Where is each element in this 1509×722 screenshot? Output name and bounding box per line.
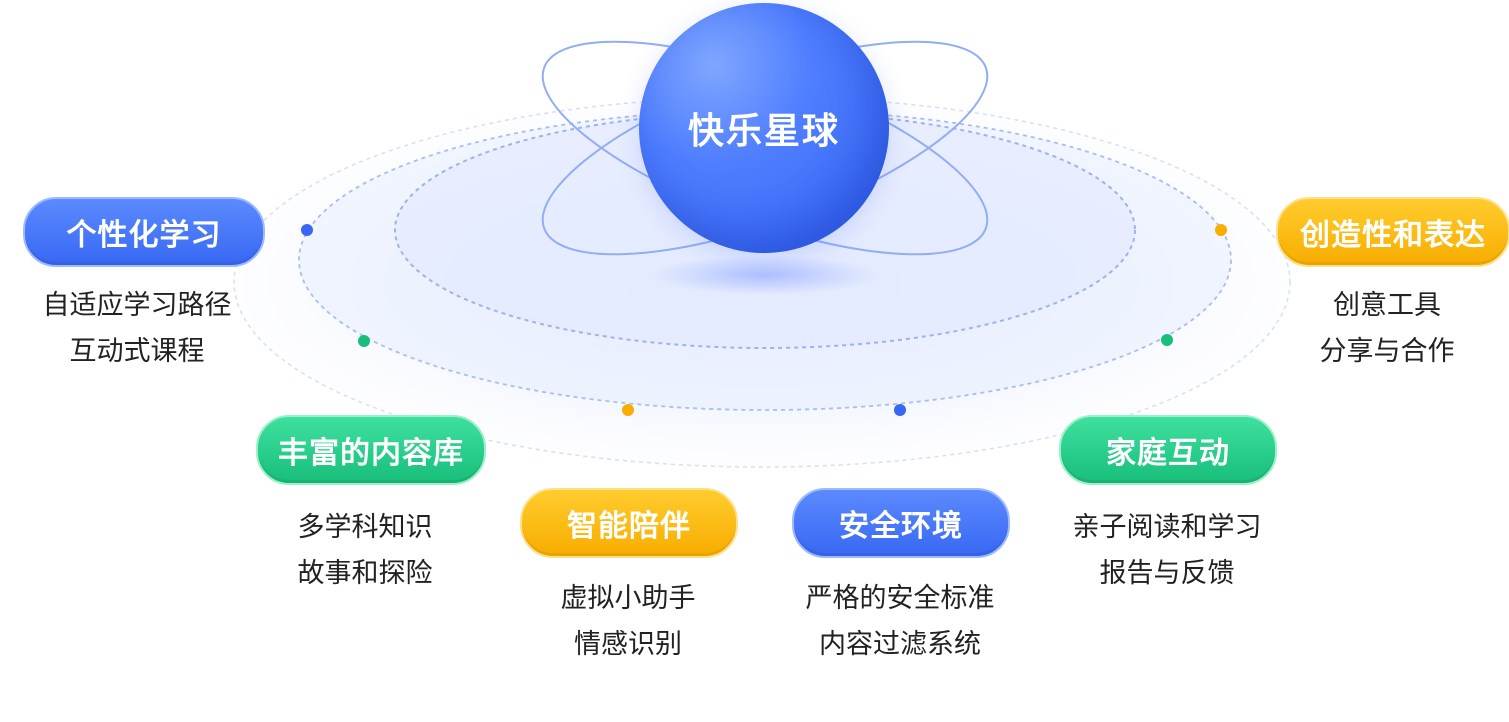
feature-family-pill: 家庭互动 [1059, 415, 1277, 485]
orbit-dot-green-left [358, 335, 370, 347]
feature-companion-item-2: 情感识别 [574, 629, 682, 660]
feature-creativity-desc: 创意工具 分享与合作 [1267, 283, 1507, 375]
planet-shadow [650, 255, 880, 295]
feature-content-item-2: 故事和探险 [297, 558, 433, 589]
feature-content-pill: 丰富的内容库 [256, 415, 486, 485]
feature-content-label: 丰富的内容库 [278, 436, 464, 471]
feature-creativity-label: 创造性和表达 [1300, 218, 1486, 253]
feature-safety-desc: 严格的安全标准 内容过滤系统 [780, 576, 1020, 668]
orbit-dot-blue-left [301, 224, 313, 236]
feature-safety-item-2: 内容过滤系统 [819, 629, 981, 660]
feature-safety-label: 安全环境 [839, 509, 963, 544]
feature-creativity-item-2: 分享与合作 [1319, 336, 1455, 367]
feature-safety-pill: 安全环境 [792, 488, 1010, 558]
orbit-dot-yellow-right [1215, 224, 1227, 236]
feature-family-desc: 亲子阅读和学习 报告与反馈 [1047, 505, 1287, 597]
feature-family-item-2: 报告与反馈 [1099, 558, 1235, 589]
feature-personalized-item-1: 自适应学习路径 [42, 290, 232, 321]
feature-companion-pill: 智能陪伴 [520, 488, 738, 558]
feature-content-desc: 多学科知识 故事和探险 [245, 505, 485, 597]
feature-personalized-label: 个性化学习 [66, 218, 222, 253]
feature-companion-item-1: 虚拟小助手 [560, 583, 696, 614]
orbit-dot-yellow-bottom [622, 404, 634, 416]
feature-creativity-item-1: 创意工具 [1333, 290, 1441, 321]
center-planet: 快乐星球 [639, 3, 889, 253]
feature-family-label: 家庭互动 [1106, 436, 1230, 471]
feature-personalized-pill: 个性化学习 [23, 197, 265, 267]
orbit-dot-green-right [1161, 334, 1173, 346]
feature-companion-label: 智能陪伴 [567, 509, 691, 544]
feature-creativity-pill: 创造性和表达 [1276, 197, 1509, 267]
feature-companion-desc: 虚拟小助手 情感识别 [508, 576, 748, 668]
feature-personalized-desc: 自适应学习路径 互动式课程 [17, 283, 257, 375]
center-title: 快乐星球 [687, 111, 840, 152]
orbit-dot-blue-bottom [894, 404, 906, 416]
feature-safety-item-1: 严格的安全标准 [805, 583, 995, 614]
feature-content-item-1: 多学科知识 [297, 512, 433, 543]
feature-family-item-1: 亲子阅读和学习 [1072, 512, 1262, 543]
feature-personalized-item-2: 互动式课程 [69, 336, 205, 367]
